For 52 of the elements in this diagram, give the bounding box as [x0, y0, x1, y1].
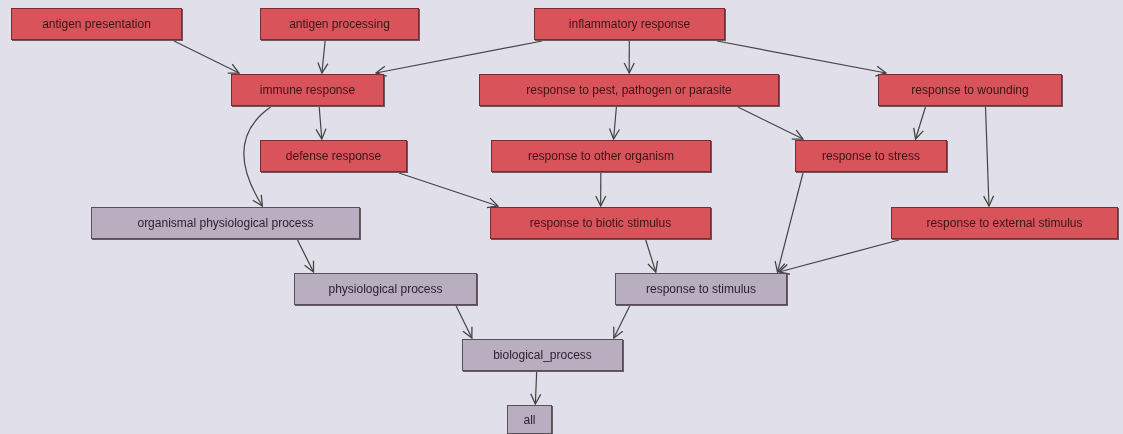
term-box — [462, 339, 623, 371]
term-box — [795, 140, 947, 172]
arrow — [173, 40, 240, 74]
term-box — [534, 8, 725, 40]
arrow — [595, 172, 607, 207]
term-box — [507, 405, 552, 434]
term-box — [479, 74, 779, 106]
term-label: physiological process — [328, 282, 443, 296]
term-label: response to biotic stimulus — [529, 216, 672, 230]
arrow — [608, 106, 621, 140]
arrow — [243, 106, 272, 207]
arrow — [737, 106, 804, 140]
term-box — [260, 8, 419, 40]
term-label: antigen presentation — [42, 17, 151, 31]
term-box — [11, 8, 182, 40]
arrow — [455, 305, 473, 339]
arrow — [716, 40, 887, 77]
term-label: defense response — [285, 149, 382, 163]
arrow — [317, 40, 329, 74]
term-box — [491, 140, 711, 172]
term-label: response to wounding — [911, 83, 1029, 97]
arrow — [645, 239, 659, 273]
arrow — [778, 239, 900, 275]
term-box — [231, 74, 384, 106]
arrow — [613, 305, 631, 339]
arrow — [530, 371, 542, 405]
arrow — [774, 172, 804, 273]
term-label: organismal physiological process — [137, 216, 314, 230]
arrow — [296, 239, 315, 273]
arrow — [375, 40, 543, 77]
arrow — [983, 106, 995, 207]
term-box — [878, 74, 1062, 106]
term-label: immune response — [259, 83, 356, 97]
term-label: response to stress — [821, 149, 920, 163]
term-box — [91, 207, 360, 239]
term-box — [294, 273, 477, 305]
term-box — [490, 207, 711, 239]
term-box — [891, 207, 1118, 239]
term-box — [260, 140, 407, 172]
term-label: all — [523, 412, 536, 427]
term-box — [615, 273, 787, 305]
term-label: inflammatory response — [568, 17, 691, 31]
term-label: response to pest, pathogen or parasite — [526, 83, 732, 97]
term-label: response to other organism — [527, 149, 675, 163]
term-label: response to external stimulus — [926, 216, 1083, 230]
term-label: response to stimulus — [645, 282, 757, 296]
arrow — [315, 106, 327, 140]
arrow — [623, 40, 635, 74]
arrow — [398, 172, 499, 209]
term-label: antigen processing — [289, 17, 390, 31]
arrow — [913, 106, 927, 140]
term-label: biological_process — [493, 348, 592, 362]
